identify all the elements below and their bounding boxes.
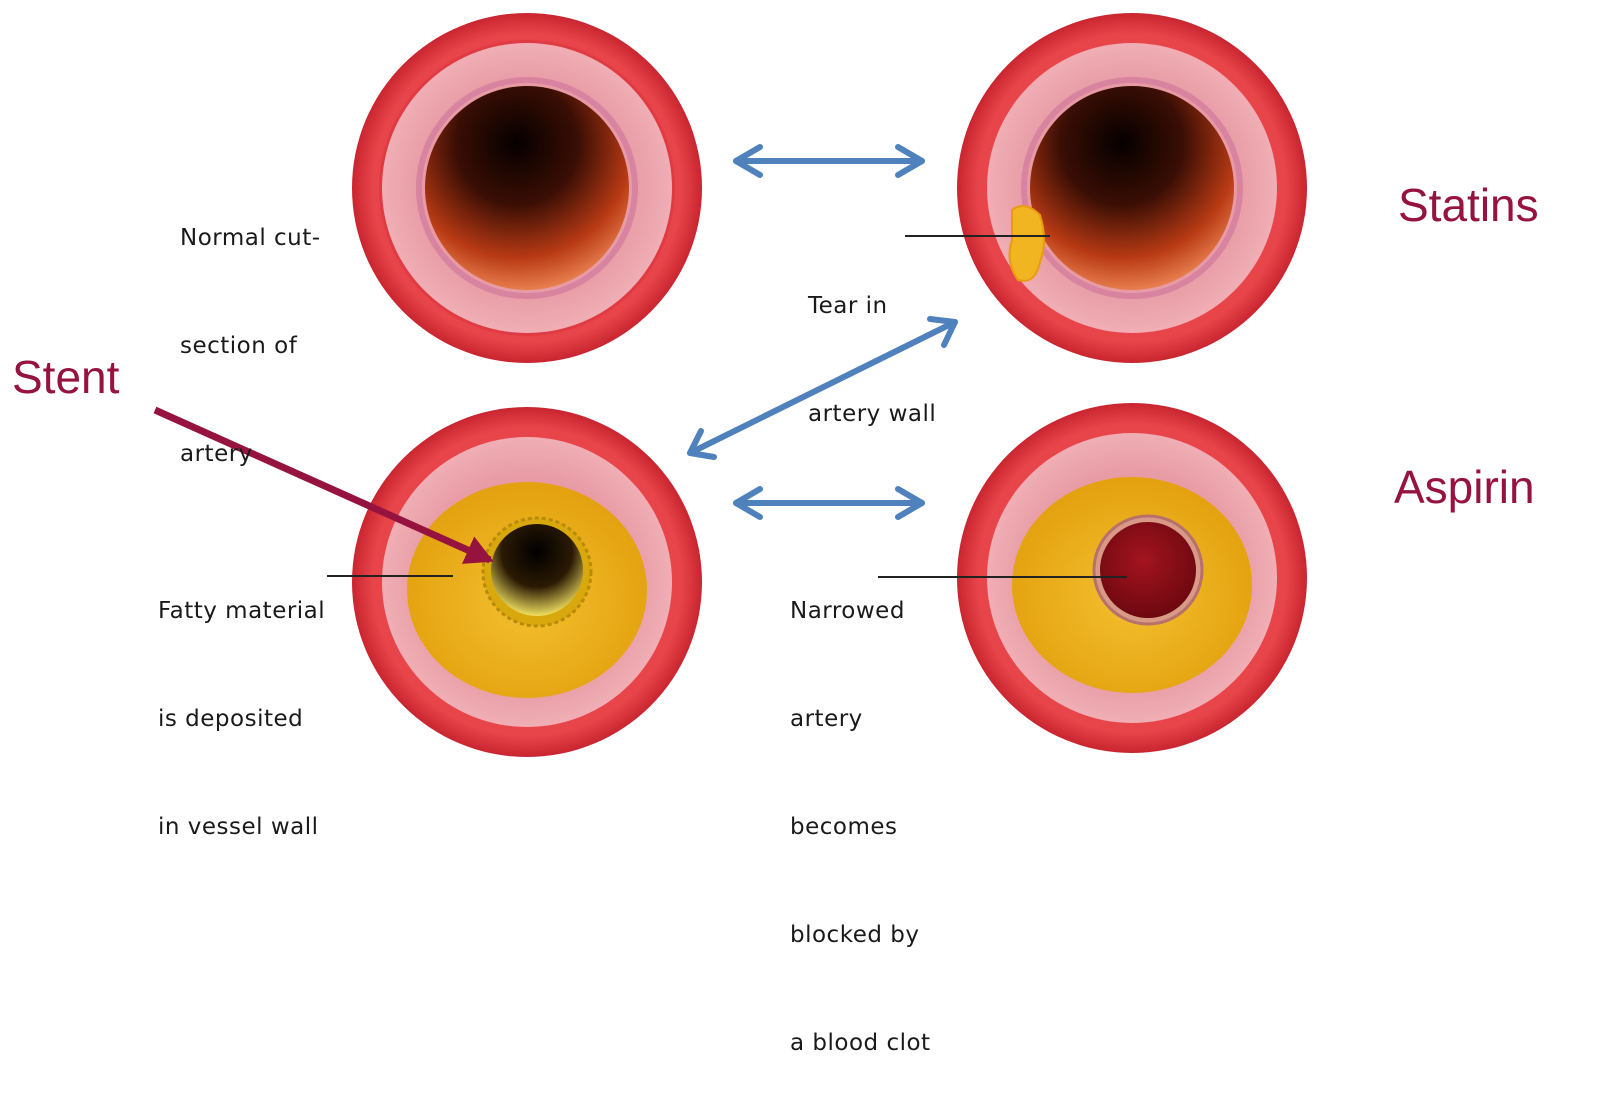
label-fatty: Fatty material is deposited in vessel wa…: [158, 521, 325, 881]
double-headed-arrow-icon: [736, 147, 922, 175]
treatment-aspirin: Aspirin: [1394, 460, 1535, 514]
artery-tear: [957, 13, 1307, 363]
label-line: artery: [790, 701, 931, 737]
label-line: artery: [180, 436, 321, 472]
label-line: blocked by: [790, 917, 931, 953]
treatment-statins: Statins: [1398, 178, 1539, 232]
label-tear: Tear in artery wall: [808, 216, 936, 468]
label-normal: Normal cut- section of artery: [180, 148, 321, 508]
label-narrowed: Narrowed artery becomes blocked by a blo…: [790, 521, 931, 1097]
label-line: is deposited: [158, 701, 325, 737]
label-line: artery wall: [808, 396, 936, 432]
label-line: becomes: [790, 809, 931, 845]
label-line: Narrowed: [790, 593, 931, 629]
artery-fatty: [352, 407, 702, 757]
label-line: Tear in: [808, 288, 936, 324]
label-line: section of: [180, 328, 321, 364]
double-headed-arrow-icon: [736, 489, 922, 517]
label-line: Fatty material: [158, 593, 325, 629]
treatment-stent: Stent: [12, 350, 119, 404]
label-line: in vessel wall: [158, 809, 325, 845]
label-line: Normal cut-: [180, 220, 321, 256]
artery-normal: [352, 13, 702, 363]
label-line: a blood clot: [790, 1025, 931, 1061]
